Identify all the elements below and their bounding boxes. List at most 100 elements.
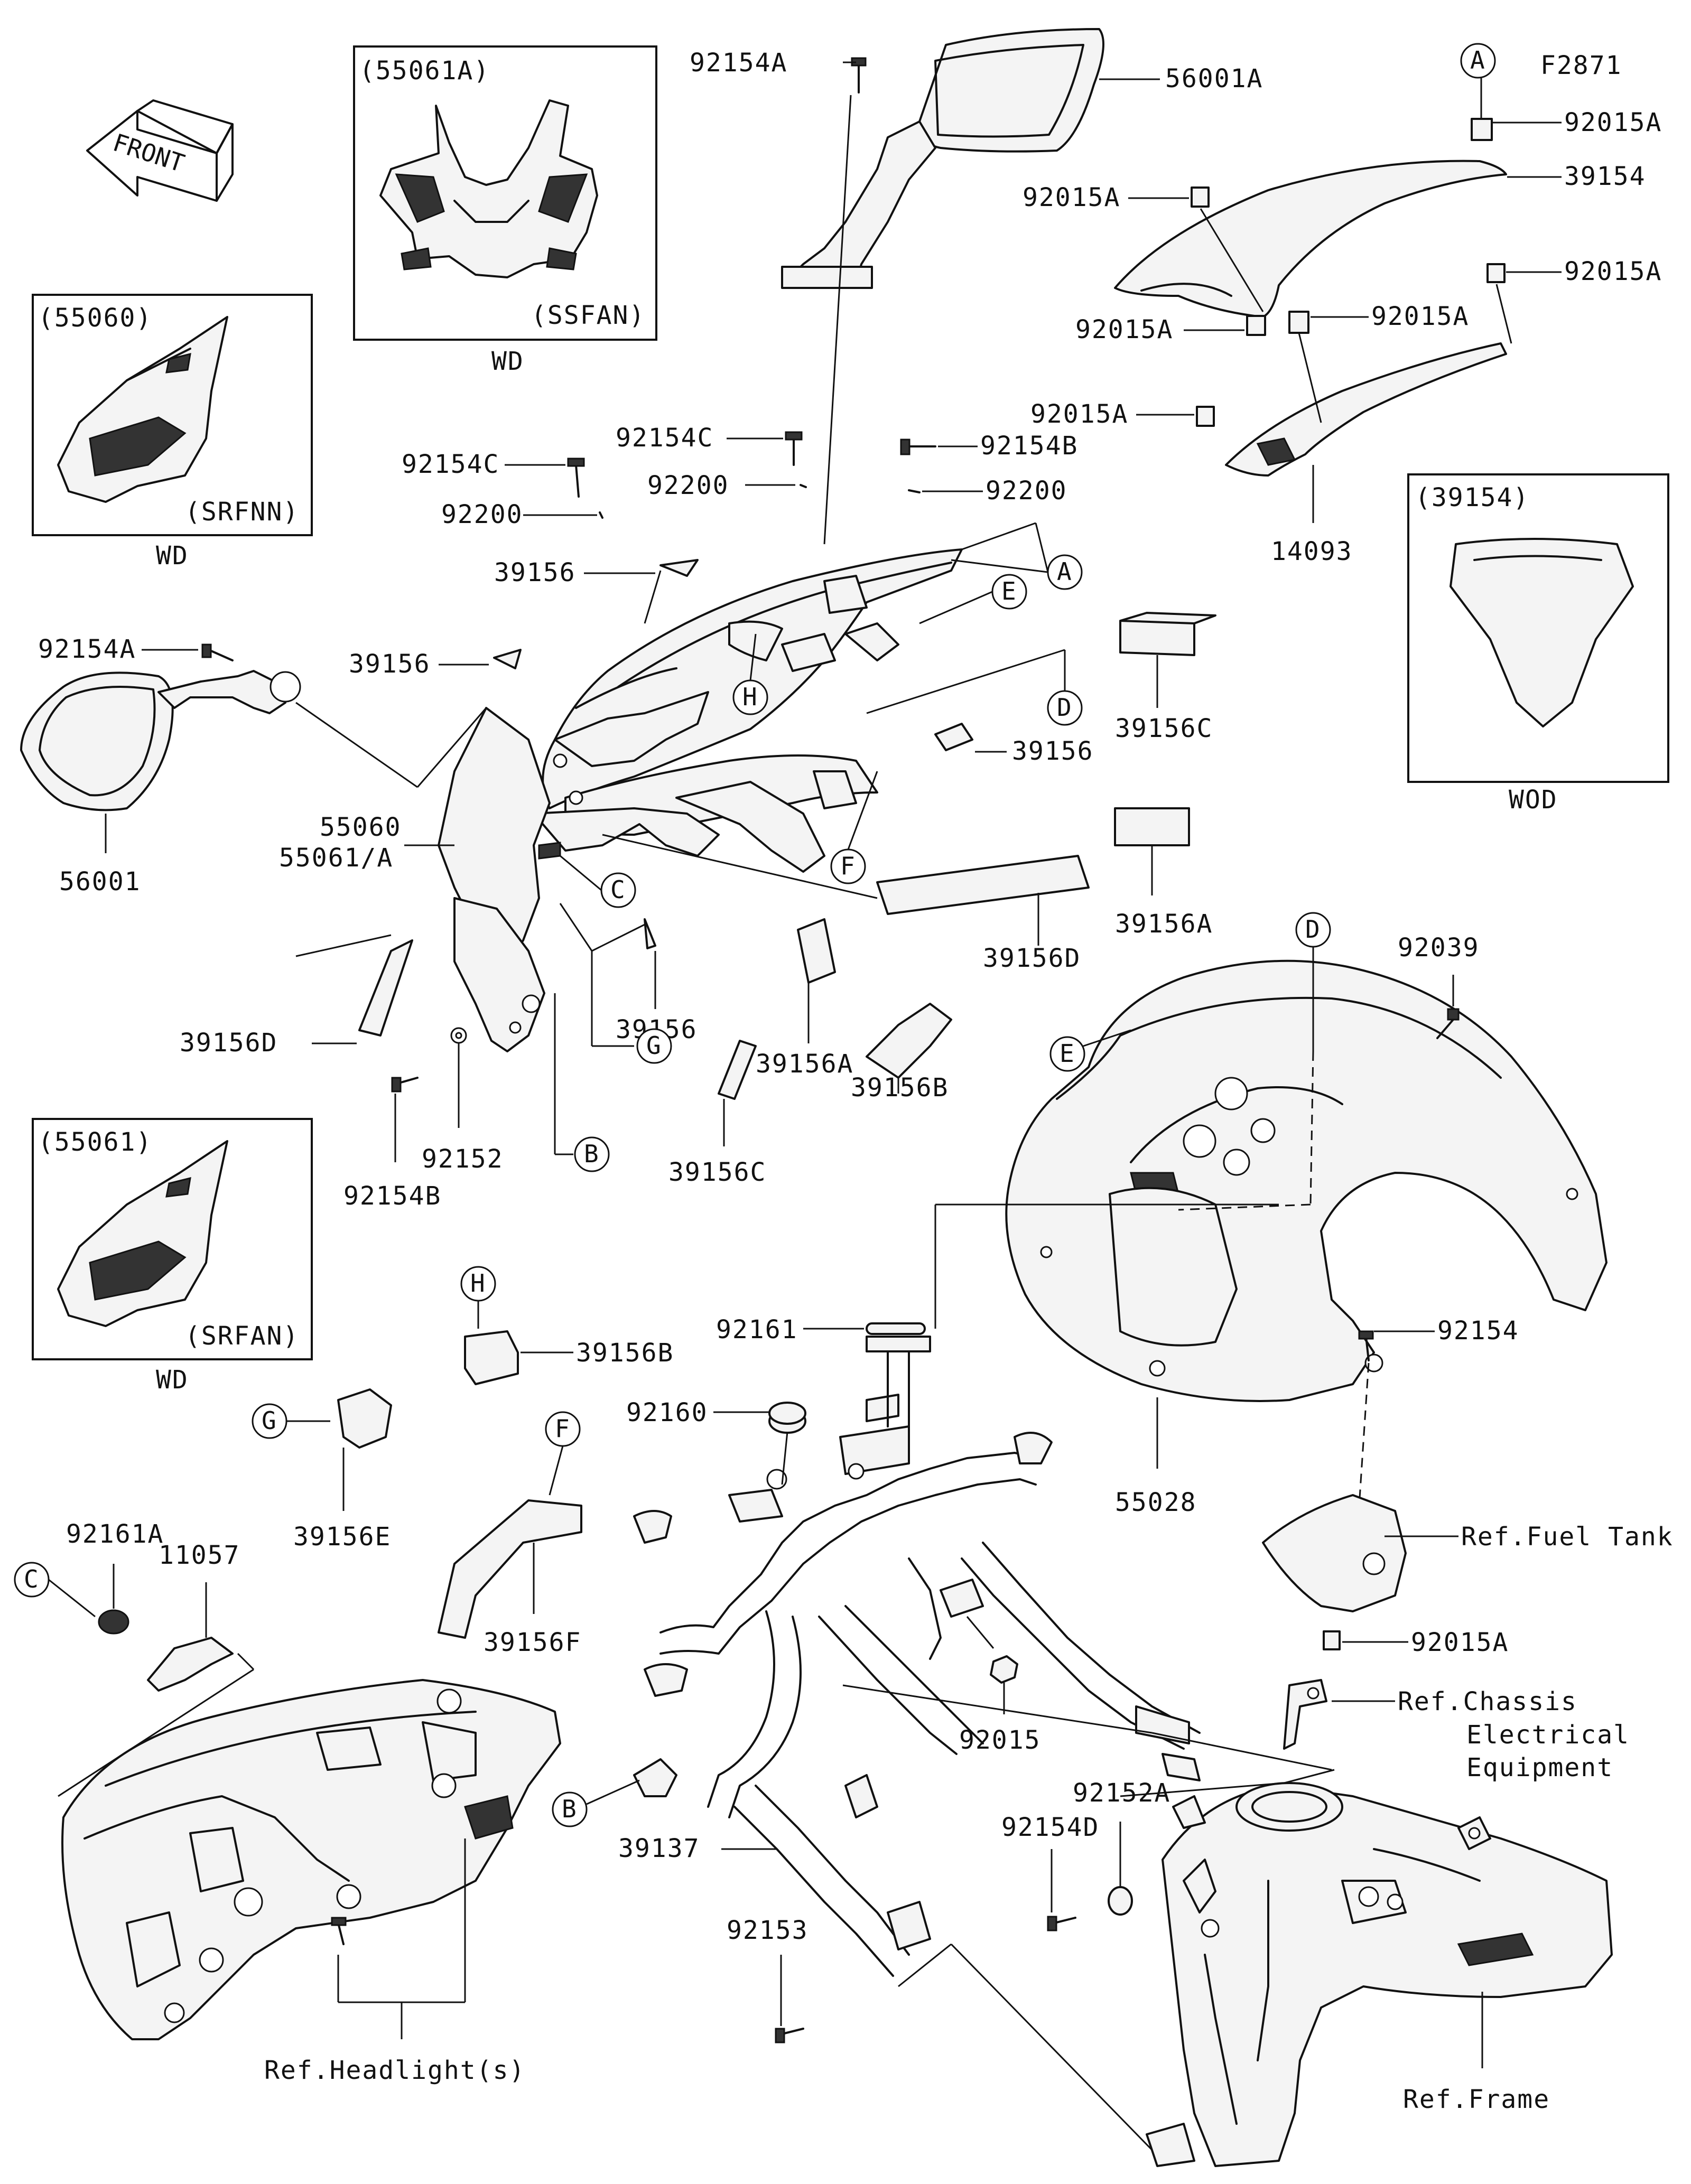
stay-39137	[633, 1336, 1201, 1977]
pad-39156-3	[934, 723, 973, 751]
part-label: 55028	[1115, 1488, 1197, 1517]
part-label: 39156C	[668, 1158, 766, 1187]
ref-chassis-1: Ref.Chassis	[1398, 1687, 1577, 1716]
grommet-92015A-1	[1471, 118, 1493, 141]
part-label: 92200	[986, 476, 1067, 506]
inset-55060: (55060) (SRFNN) WD	[32, 294, 313, 571]
part-label: 55060	[320, 813, 402, 842]
part-label: 92154D	[1001, 1813, 1099, 1842]
pad-39156F	[438, 1499, 582, 1639]
part-label: 92154C	[402, 450, 499, 479]
frame-section	[1146, 1782, 1613, 2167]
pad-39156-2	[493, 649, 522, 669]
upper-cowl-illustration	[379, 99, 598, 278]
part-label: 92152	[422, 1144, 504, 1174]
pad-39156-4	[644, 918, 656, 949]
screw-92039	[1436, 1008, 1460, 1039]
inset-title: (55060)	[38, 303, 152, 333]
part-label: 92015A	[1564, 257, 1662, 286]
part-label: 39156B	[851, 1073, 949, 1103]
part-label: 92161	[716, 1315, 798, 1345]
part-label: 92152A	[1073, 1778, 1170, 1808]
callout-H: H	[742, 683, 757, 711]
pad-39156A-1	[1114, 807, 1190, 846]
upper-cowl-assembly	[438, 548, 963, 1052]
grommet-92015A-6	[1196, 406, 1215, 427]
part-label: 92015A	[1564, 108, 1662, 137]
screw-92154C-2	[785, 431, 803, 466]
ref-chassis-2: Electrical	[1466, 1720, 1630, 1750]
ref-fuel-tank: Ref.Fuel Tank	[1461, 1522, 1674, 1552]
part-label: 92154B	[980, 431, 1078, 461]
inset-title: (39154)	[1415, 483, 1529, 512]
part-label: 39156F	[484, 1628, 581, 1657]
inset-title: (55061A)	[359, 56, 490, 86]
part-label: 14093	[1271, 537, 1353, 566]
pad-39156E	[337, 1388, 392, 1449]
part-label: 56001	[59, 867, 141, 897]
callout-D: D	[1305, 915, 1320, 944]
inner-panel-14093	[1225, 342, 1507, 477]
part-label: 55061/A	[279, 843, 393, 873]
ref-frame: Ref.Frame	[1403, 2085, 1550, 2114]
callout-C: C	[24, 1565, 39, 1593]
pad-39156C-2	[718, 1040, 757, 1100]
part-label: 11057	[159, 1541, 240, 1570]
part-label: 92161A	[66, 1519, 164, 1549]
inner-cover-55028	[1005, 959, 1608, 1402]
part-label: 39156D	[983, 944, 1081, 973]
callout-C: C	[610, 875, 625, 904]
washer-92161	[866, 1322, 926, 1335]
bracket-11057	[147, 1637, 234, 1692]
inset-variant: (SSFAN)	[531, 301, 645, 330]
pad-39156-1	[659, 559, 699, 577]
pad-39156C-1	[1119, 612, 1216, 656]
figure-id: F2871	[1540, 51, 1622, 80]
washer-92152	[450, 1027, 467, 1044]
nut-92015	[990, 1655, 1018, 1684]
part-label: 39156A	[756, 1049, 853, 1079]
callout-F: F	[555, 1414, 570, 1443]
part-label: 92153	[727, 1916, 809, 1945]
front-arrow-label: FRONT	[109, 128, 188, 178]
grommet-92015A-5	[1246, 315, 1266, 336]
screw-92153	[775, 2028, 804, 2043]
screw-92154A-top	[851, 57, 867, 94]
part-label: 39156	[1012, 736, 1094, 766]
windshield-39154	[1114, 160, 1507, 318]
part-label: 92015	[959, 1725, 1041, 1755]
part-label: 92154B	[343, 1181, 441, 1211]
headlight-assembly	[61, 1679, 561, 2040]
grommet-92015A-2	[1191, 186, 1210, 208]
grommet-92015A-7	[1323, 1630, 1341, 1650]
callout-B: B	[562, 1795, 577, 1823]
mirror-56001	[20, 670, 301, 811]
part-label: 92015A	[1075, 315, 1173, 344]
screw-headlight	[331, 1917, 347, 1945]
callout-A: A	[1470, 46, 1485, 74]
part-label: 39137	[618, 1834, 700, 1863]
nut-92161A	[98, 1609, 129, 1635]
inset-variant: (SRFNN)	[185, 497, 299, 527]
screw-92154	[1358, 1330, 1374, 1361]
part-label: 39156D	[180, 1028, 277, 1058]
inset-55061: (55061) (SRFAN) WD	[32, 1118, 313, 1395]
part-label: 39156A	[1115, 909, 1213, 939]
part-label: 92154A	[38, 634, 136, 664]
screw-92154B-1	[900, 438, 936, 455]
ref-headlight: Ref.Headlight(s)	[264, 2056, 525, 2085]
washer-92152A	[1108, 1886, 1133, 1916]
part-label: 92015A	[1411, 1628, 1509, 1657]
part-label: 39156	[494, 558, 576, 587]
pad-39156D-2	[358, 939, 413, 1037]
grommet-92015A-4	[1288, 311, 1309, 334]
callout-E: E	[1001, 577, 1016, 605]
inset-39154: (39154) WOD	[1407, 473, 1669, 815]
part-label: 39156E	[293, 1522, 391, 1552]
screw-92154A-left	[201, 643, 234, 661]
callout-G: G	[646, 1031, 661, 1060]
pad-39156B-1	[866, 1003, 952, 1079]
grommet-92160	[768, 1402, 806, 1434]
part-label: 39154	[1564, 162, 1646, 191]
